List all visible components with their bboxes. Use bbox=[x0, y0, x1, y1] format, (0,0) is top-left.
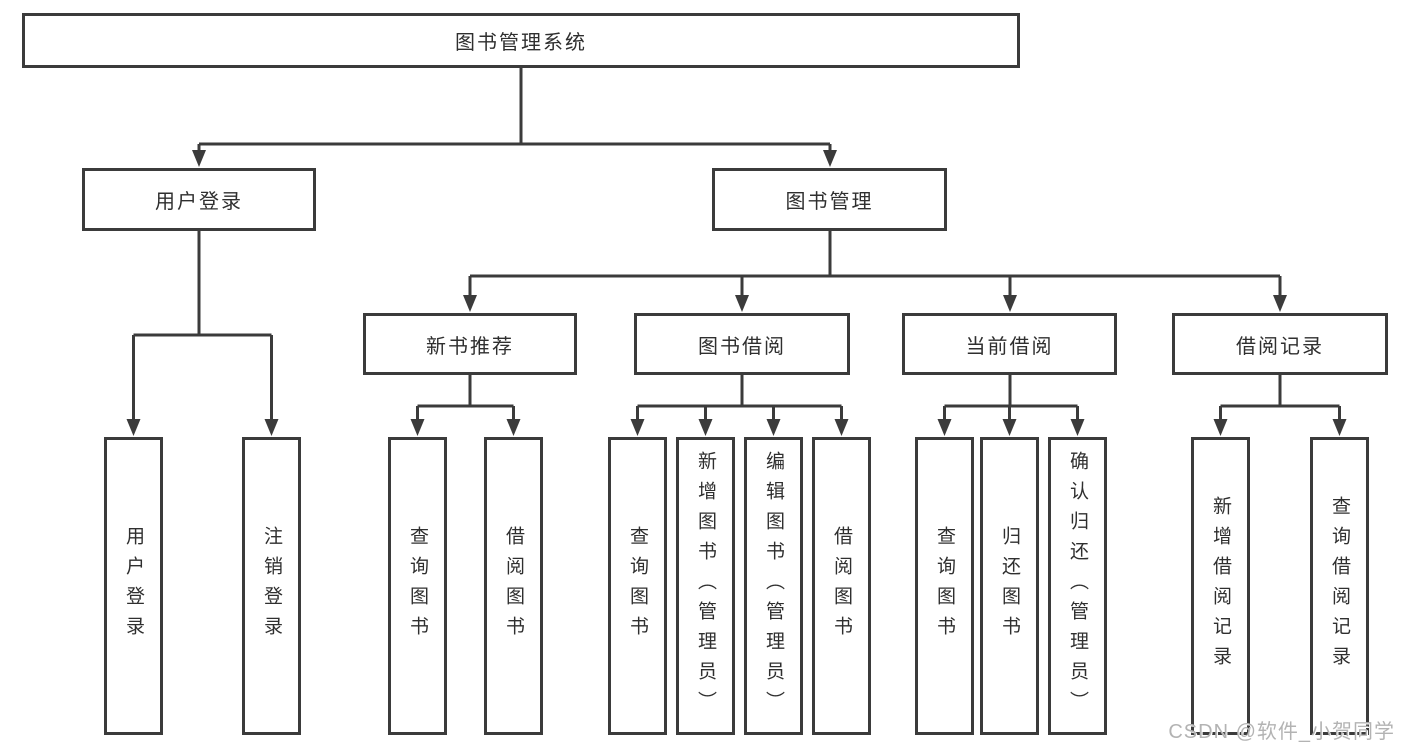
node-book-management: 图书管理 bbox=[712, 168, 947, 231]
leaf-borrow-books-recommend: 借阅图书 bbox=[484, 437, 543, 735]
leaf-confirm-return-admin: 确认归还（管理员） bbox=[1048, 437, 1107, 735]
leaf-borrow-books: 借阅图书 bbox=[812, 437, 871, 735]
leaf-add-borrow-record: 新增借阅记录 bbox=[1191, 437, 1250, 735]
leaf-logout: 注销登录 bbox=[242, 437, 301, 735]
node-new-book-recommend: 新书推荐 bbox=[363, 313, 577, 375]
node-borrow-records: 借阅记录 bbox=[1172, 313, 1388, 375]
node-current-borrow: 当前借阅 bbox=[902, 313, 1117, 375]
leaf-add-books-admin: 新增图书（管理员） bbox=[676, 437, 735, 735]
root-node-library-system: 图书管理系统 bbox=[22, 13, 1020, 68]
leaf-query-borrow-record: 查询借阅记录 bbox=[1310, 437, 1369, 735]
leaf-user-login: 用户登录 bbox=[104, 437, 163, 735]
leaf-edit-books-admin: 编辑图书（管理员） bbox=[744, 437, 803, 735]
leaf-return-books: 归还图书 bbox=[980, 437, 1039, 735]
leaf-query-books-recommend: 查询图书 bbox=[388, 437, 447, 735]
leaf-query-books-borrow: 查询图书 bbox=[608, 437, 667, 735]
arrowhead-icons bbox=[126, 150, 1347, 436]
leaf-query-books-current: 查询图书 bbox=[915, 437, 974, 735]
node-book-borrow: 图书借阅 bbox=[634, 313, 850, 375]
watermark: CSDN @软件_小贺同学 bbox=[1168, 721, 1395, 743]
node-user-login: 用户登录 bbox=[82, 168, 316, 231]
